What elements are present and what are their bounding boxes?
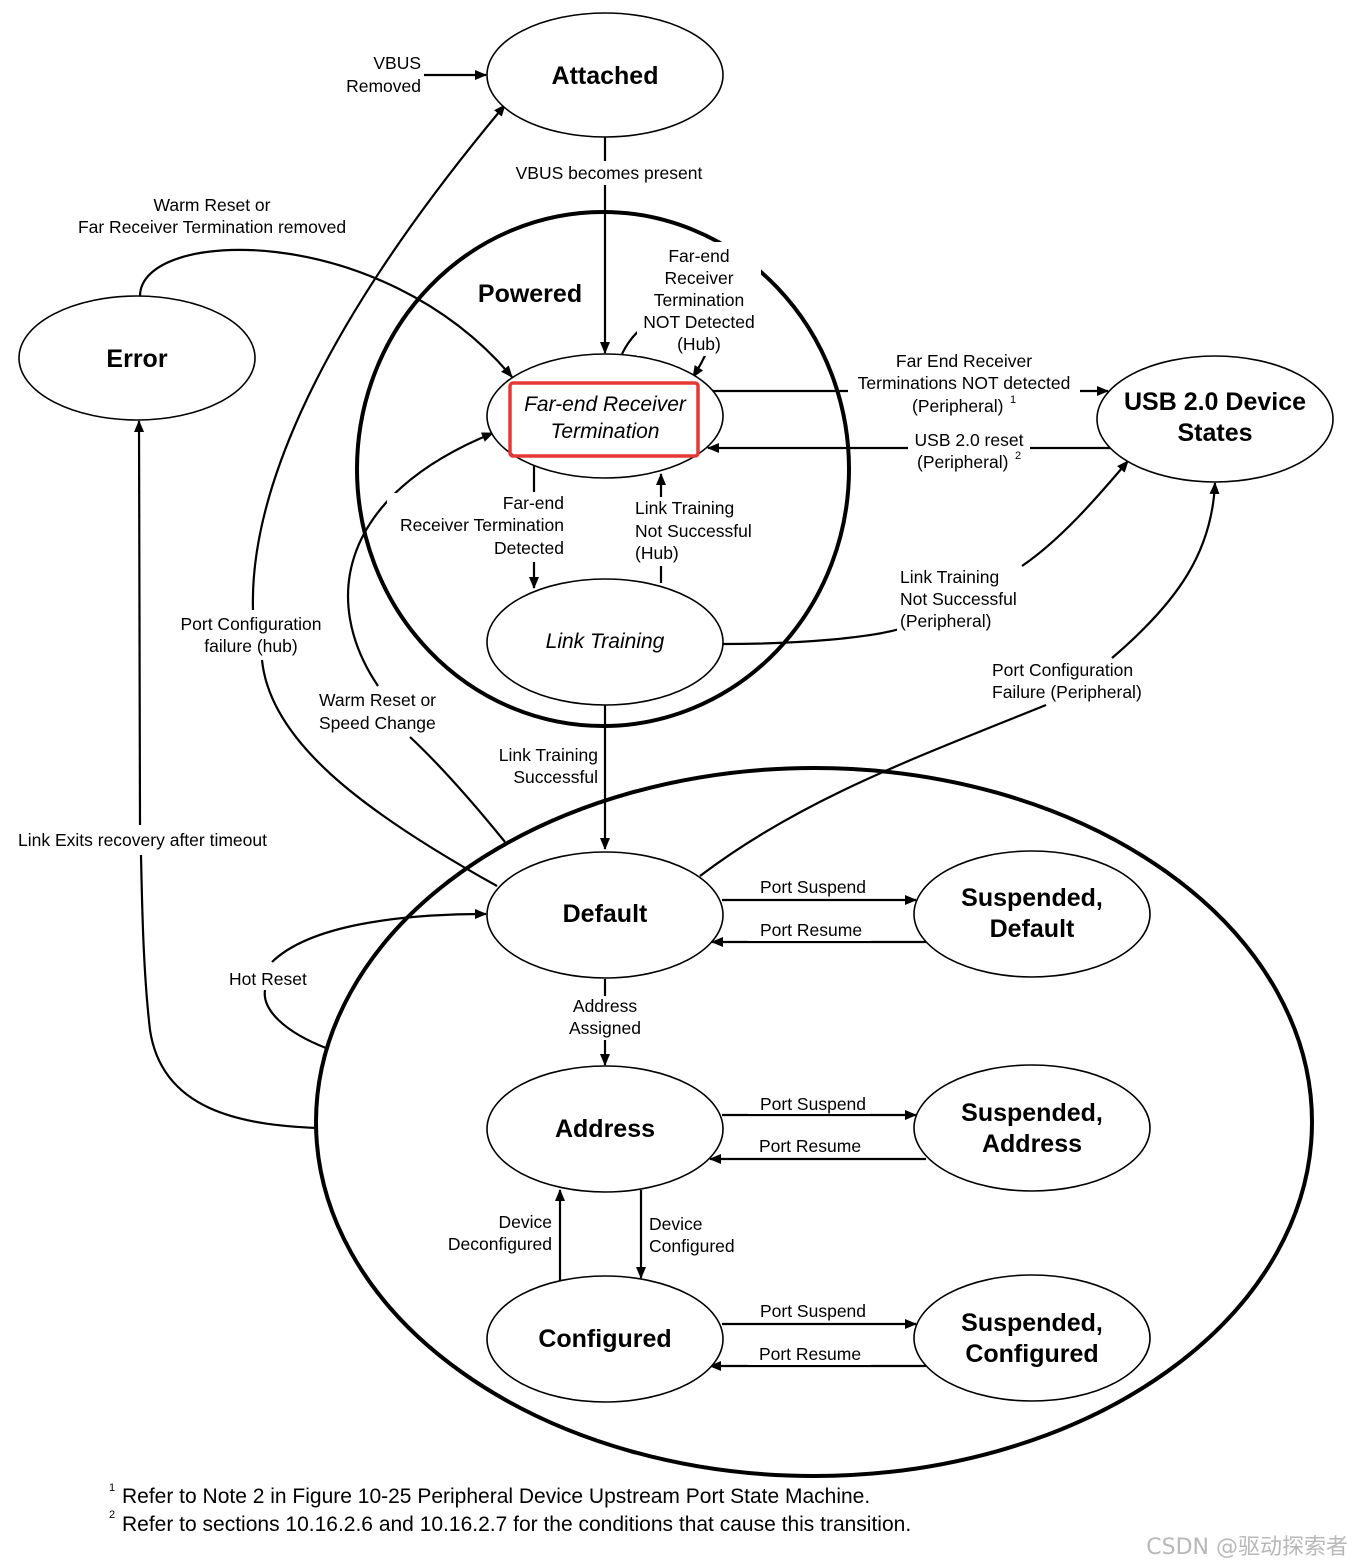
lt-fail-periph-label-3: (Peripheral): [900, 611, 991, 631]
footnote-2-sup: 2: [109, 1509, 115, 1521]
label-masks: [387, 161, 1080, 1365]
configured-suspend-label: Port Suspend: [760, 1301, 866, 1321]
state-address: [486, 1065, 724, 1193]
hot-reset-line: [263, 989, 327, 1050]
lt-fail-periph-label-1: Link Training: [900, 567, 999, 587]
address-resume-label: Port Resume: [759, 1136, 861, 1156]
far-end-not-detected-hub-label-5: (Hub): [677, 334, 721, 354]
warm-reset-far-label-2: Far Receiver Termination removed: [78, 217, 346, 237]
warm-reset-error-arrow: [138, 248, 513, 378]
state-usb2: [1096, 355, 1334, 483]
footnote-1: Refer to Note 2 in Figure 10-25 Peripher…: [122, 1485, 870, 1508]
state-suspended-configured-label-1: Suspended,: [961, 1309, 1103, 1337]
hot-reset-label: Hot Reset: [229, 969, 307, 989]
default-resume-label: Port Resume: [760, 920, 862, 940]
default-group-boundary: [314, 766, 1314, 1478]
state-attached-label: Attached: [552, 62, 659, 90]
port-cfg-fail-periph-arrow: [1111, 482, 1220, 659]
lt-fail-hub-label-3: (Hub): [635, 543, 679, 563]
far-end-not-detected-periph-label-3: (Peripheral): [912, 396, 1003, 416]
link-exits-recovery-arrow: [134, 420, 145, 826]
link-exits-recovery-line: [139, 854, 319, 1130]
usb2-reset-label-2: (Peripheral): [917, 452, 1008, 472]
lt-success-label-2: Successful: [513, 767, 598, 787]
usb2-reset-label-1: USB 2.0 reset: [915, 430, 1024, 450]
powered-label: Powered: [478, 280, 582, 308]
far-end-not-detected-hub-label-4: NOT Detected: [643, 312, 755, 332]
configured-resume-label: Port Resume: [759, 1344, 861, 1364]
address-assigned-label-1: Address: [573, 996, 637, 1016]
vbus-present-label: VBUS becomes present: [516, 163, 703, 183]
lt-fail-hub-label-2: Not Successful: [635, 521, 752, 541]
lt-fail-hub-label-1: Link Training: [635, 498, 734, 518]
vbus-removed-label-2: Removed: [346, 76, 421, 96]
far-end-not-detected-hub-label-2: Receiver: [664, 268, 733, 288]
state-suspended-address-label-2: Address: [982, 1130, 1082, 1158]
lt-fail-periph-line: [722, 626, 904, 646]
far-end-not-detected-hub-label-3: Termination: [654, 290, 744, 310]
state-link-training-label: Link Training: [546, 630, 665, 653]
hot-reset-arrow: [271, 909, 487, 963]
state-attached: [486, 12, 724, 138]
usb2-reset-sup: 2: [1015, 450, 1021, 462]
state-suspended-configured: [913, 1274, 1151, 1402]
far-end-not-detected-periph-sup: 1: [1010, 394, 1016, 406]
device-deconfigured-label-1: Device: [499, 1212, 553, 1232]
state-error: [18, 295, 256, 421]
warm-reset-speed-arrow: [347, 431, 494, 687]
device-configured-label-1: Device: [649, 1214, 703, 1234]
state-suspended-default-label-2: Default: [990, 915, 1075, 943]
port-cfg-fail-periph-label-1: Port Configuration: [992, 660, 1133, 680]
port-cfg-fail-hub-label-2: failure (hub): [204, 636, 297, 656]
state-far-end-label-2: Termination: [551, 420, 660, 443]
state-suspended-address-label-1: Suspended,: [961, 1099, 1103, 1127]
state-usb2-label-1: USB 2.0 Device: [1124, 388, 1306, 416]
far-end-not-detected-hub-label-1: Far-end: [668, 246, 729, 266]
state-usb2-label-2: States: [1177, 419, 1252, 447]
port-cfg-fail-hub-label-1: Port Configuration: [180, 614, 321, 634]
vbus-removed-label-1: VBUS: [373, 53, 421, 73]
far-end-not-detected-periph-label-2: Terminations NOT detected: [858, 373, 1071, 393]
far-end-detected-label-3: Detected: [494, 538, 564, 558]
lt-fail-periph-arrow: [1021, 460, 1129, 567]
powered-boundary: [355, 210, 851, 728]
lt-success-label-1: Link Training: [499, 745, 598, 765]
far-end-detected-label-2: Receiver Termination: [400, 515, 564, 535]
link-exits-recovery-label: Link Exits recovery after timeout: [18, 830, 267, 850]
warm-reset-far-label-1: Warm Reset or: [153, 195, 270, 215]
address-suspend-label: Port Suspend: [760, 1094, 866, 1114]
state-suspended-configured-label-2: Configured: [965, 1340, 1098, 1368]
footnote-2: Refer to sections 10.16.2.6 and 10.16.2.…: [122, 1513, 911, 1536]
state-suspended-default-label-1: Suspended,: [961, 884, 1103, 912]
state-error-label: Error: [106, 345, 167, 373]
far-end-detected-label-1: Far-end: [503, 493, 564, 513]
state-configured-label: Configured: [538, 1325, 671, 1353]
lt-fail-periph-label-2: Not Successful: [900, 589, 1017, 609]
state-far-end-label-1: Far-end Receiver: [524, 393, 687, 416]
device-configured-label-2: Configured: [649, 1236, 735, 1256]
port-cfg-fail-hub-arrow: [251, 104, 506, 611]
state-configured: [486, 1275, 724, 1403]
port-cfg-fail-periph-line: [699, 703, 1047, 877]
port-cfg-fail-periph-label-2: Failure (Peripheral): [992, 682, 1142, 702]
state-suspended-address: [913, 1064, 1151, 1192]
state-suspended-default: [913, 850, 1151, 978]
warm-reset-speed-label-2: Speed Change: [319, 713, 436, 733]
warm-reset-speed-label-1: Warm Reset or: [319, 690, 436, 710]
footnote-1-sup: 1: [109, 1482, 115, 1494]
default-suspend-label: Port Suspend: [760, 877, 866, 897]
warm-reset-speed-line: [409, 736, 506, 843]
state-address-label: Address: [555, 1115, 655, 1143]
port-cfg-fail-hub-line: [260, 659, 498, 887]
watermark: CSDN @驱动探索者: [1146, 1535, 1348, 1560]
state-default-label: Default: [563, 900, 648, 928]
state-far-end: [486, 353, 724, 479]
far-end-not-detected-periph-label-1: Far End Receiver: [896, 351, 1032, 371]
far-end-highlight-box: [508, 381, 700, 458]
address-assigned-label-2: Assigned: [569, 1018, 641, 1038]
state-default: [486, 851, 724, 979]
state-link-training: [486, 578, 724, 706]
device-deconfigured-label-2: Deconfigured: [448, 1234, 552, 1254]
